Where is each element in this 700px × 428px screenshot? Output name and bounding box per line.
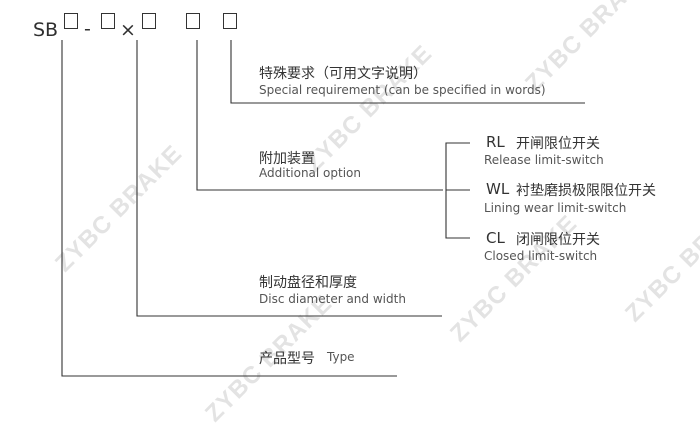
leader-type [61, 40, 397, 377]
leader-special [230, 40, 585, 104]
type-en: Type [327, 350, 355, 364]
option-cn: 开闸限位开关 [516, 136, 600, 152]
option-cn: 衬垫磨损极限限位开关 [516, 183, 656, 199]
placeholder-box-special [223, 13, 237, 29]
option-en: Release limit-switch [484, 153, 604, 167]
option-code: WL [486, 180, 510, 198]
special-requirement-cn: 特殊要求（可用文字说明） [259, 66, 427, 82]
option-code: CL [486, 229, 505, 247]
additional-option-cn: 附加装置 [259, 151, 315, 167]
leader-disc [136, 40, 442, 317]
placeholder-box-width [142, 13, 156, 29]
special-requirement-en: Special requirement (can be specified in… [259, 83, 546, 97]
placeholder-box-type [64, 13, 78, 29]
option-cn: 闭闸限位开关 [516, 232, 600, 248]
connector-lines [61, 40, 585, 377]
type-cn: 产品型号 [259, 351, 315, 367]
leader-additional [196, 40, 443, 191]
option-en: Closed limit-switch [484, 249, 598, 263]
option-en: Lining wear limit-switch [484, 201, 627, 215]
placeholder-box-option [186, 13, 200, 29]
model-times: × [120, 19, 136, 41]
disc-diameter-en: Disc diameter and width [259, 292, 406, 306]
additional-option-en: Additional option [259, 166, 361, 180]
model-prefix: SB [33, 19, 59, 41]
option-code: RL [486, 133, 505, 151]
disc-diameter-cn: 制动盘径和厚度 [259, 275, 357, 291]
model-dash: - [84, 18, 91, 40]
model-code-diagram: ZYBC BRAKE ZYBC BRAKE ZYBC BRAKE ZYBC BR… [33, 0, 700, 427]
placeholder-box-diameter [101, 13, 115, 29]
